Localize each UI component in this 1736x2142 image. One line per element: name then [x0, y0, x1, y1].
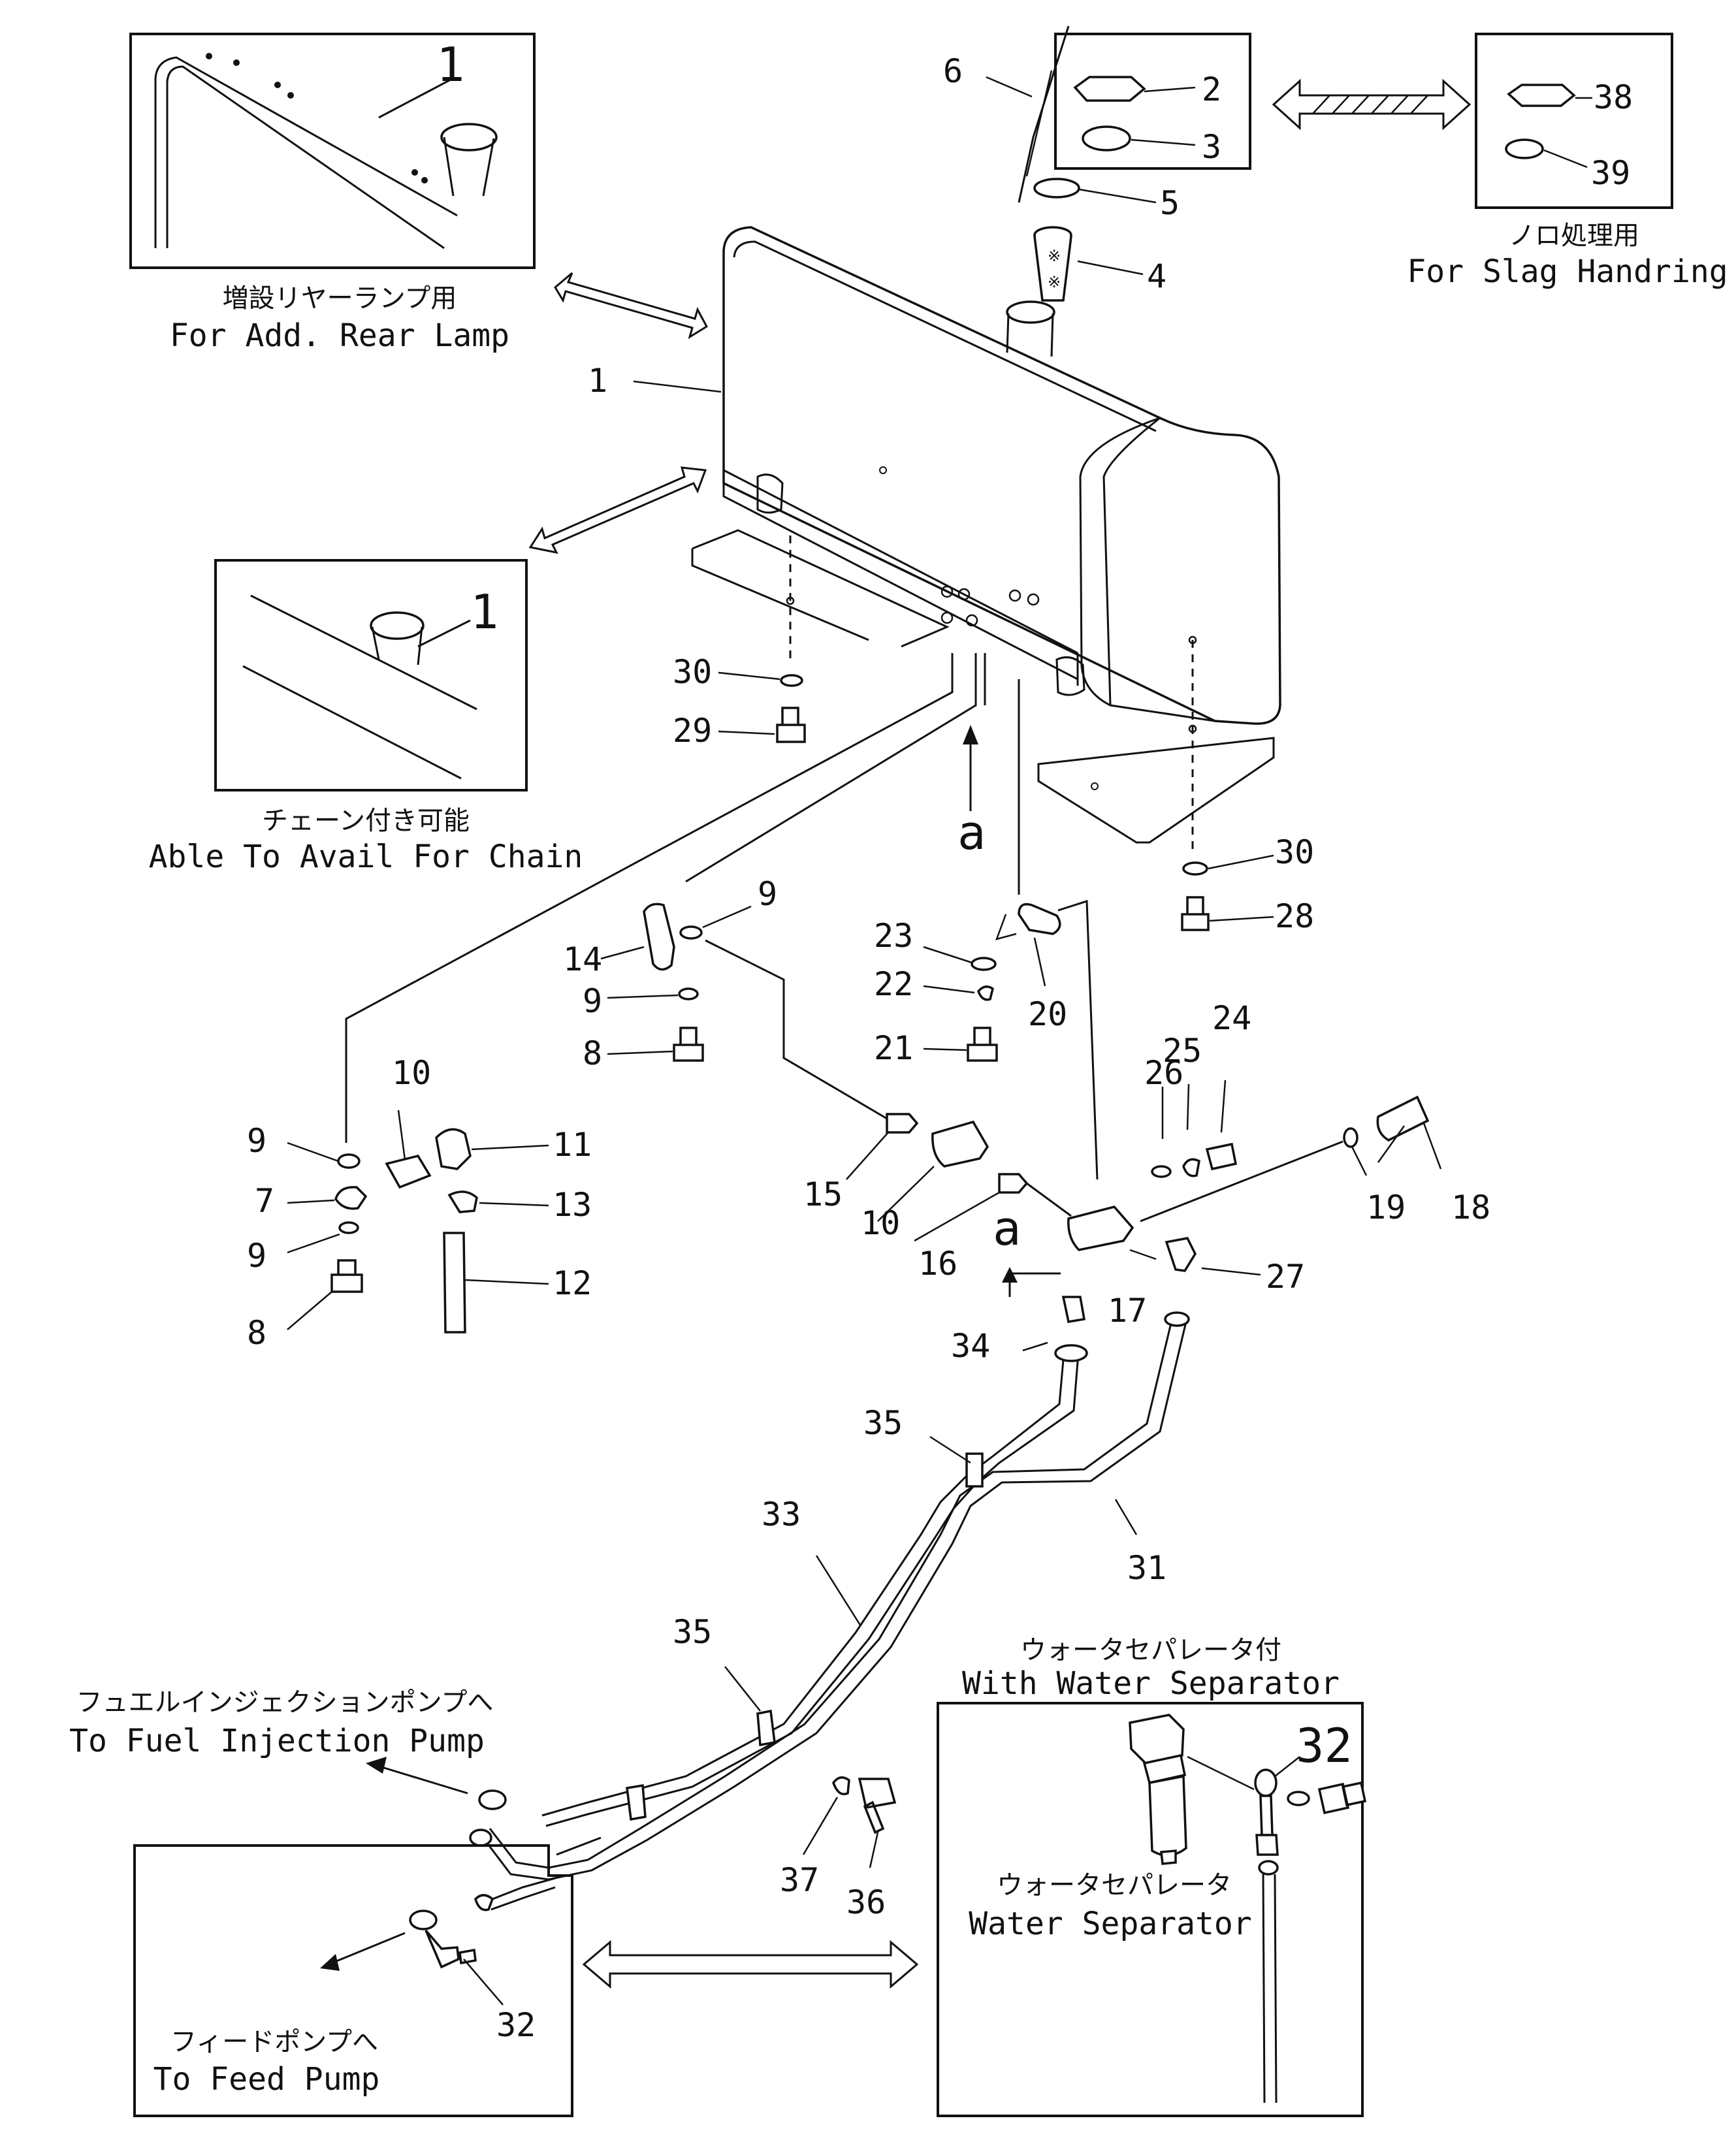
mounting-plate-right: [1037, 737, 1275, 844]
callout-6: 6: [943, 52, 963, 90]
inset-chain-number: 1: [470, 584, 498, 639]
callout-9-d: 9: [583, 982, 602, 1020]
callout-4: 4: [1147, 257, 1166, 295]
caption-rear-lamp-jp: 増設リヤーランプ用: [223, 283, 457, 313]
callout-25: 25: [1163, 1032, 1202, 1070]
double-arrow-water-separator: [582, 1940, 919, 1989]
callout-35-upper: 35: [863, 1404, 903, 1442]
caption-water-sep-with-jp: ウォータセパレータ付: [1020, 1635, 1281, 1665]
mounting-plate-left: [691, 529, 950, 648]
inset-chain: 1: [214, 559, 528, 791]
inset-feed-pump: [133, 1836, 602, 2117]
callout-33: 33: [762, 1495, 801, 1533]
fitting-group-middle: [600, 903, 895, 1125]
callout-32-feed: 32: [496, 2006, 536, 2044]
fitting-group-right: [846, 1079, 1442, 1276]
view-a-label-top: a: [957, 805, 986, 860]
callout-8-left: 8: [247, 1314, 266, 1352]
dipstick: [1018, 25, 1070, 203]
callout-17: 17: [1108, 1292, 1147, 1330]
callout-1: 1: [588, 362, 607, 400]
callout-7: 7: [255, 1182, 274, 1220]
callout-10-right: 10: [861, 1204, 900, 1242]
callout-14: 14: [563, 940, 602, 978]
callout-35-lower: 35: [673, 1613, 712, 1651]
callout-30-right: 30: [1275, 833, 1314, 871]
view-a-label-bottom: a: [993, 1201, 1021, 1256]
fuel-tank: [722, 226, 1281, 725]
callout-9-b: 9: [247, 1237, 266, 1275]
callout-16: 16: [918, 1245, 957, 1283]
callout-31: 31: [1127, 1549, 1166, 1587]
caption-water-sep-en: Water Separator: [969, 1906, 1251, 1942]
double-arrow-rear-lamp: [554, 272, 708, 340]
caption-feed-pump-en: To Feed Pump: [153, 2061, 380, 2098]
inset-water-separator: [937, 1702, 1367, 2117]
callout-19: 19: [1366, 1189, 1406, 1226]
fitting-group-center: [923, 903, 1061, 1062]
callout-20: 20: [1028, 995, 1067, 1033]
callout-10-left: 10: [392, 1054, 431, 1092]
caption-chain-jp: チェーン付き可能: [262, 806, 470, 836]
strainer: ※ ※: [1033, 226, 1144, 302]
callout-5: 5: [1160, 184, 1180, 222]
caption-slag-en: For Slag Handring: [1407, 253, 1728, 290]
callout-38: 38: [1594, 78, 1633, 116]
callout-28: 28: [1275, 897, 1314, 935]
svg-text:※: ※: [1048, 273, 1061, 291]
caption-fuel-inj-jp: フュエルインジェクションポンプへ: [76, 1687, 494, 1718]
callout-22: 22: [874, 965, 913, 1003]
callout-24: 24: [1212, 999, 1251, 1037]
double-arrow-slag: [1272, 78, 1471, 131]
callout-9-a: 9: [247, 1122, 266, 1160]
callout-26: 26: [1144, 1054, 1183, 1092]
caption-chain-en: Able To Avail For Chain: [149, 839, 583, 875]
callout-27: 27: [1266, 1258, 1305, 1296]
caption-rear-lamp-en: For Add. Rear Lamp: [170, 317, 509, 354]
callout-9-c: 9: [758, 875, 777, 913]
callout-13: 13: [553, 1186, 592, 1224]
fitting-group-left: [287, 1110, 549, 1334]
svg-text:※: ※: [1048, 247, 1061, 265]
inset-cap: [1054, 33, 1251, 170]
callout-29: 29: [673, 712, 712, 750]
callout-11: 11: [553, 1126, 592, 1164]
inset-rear-lamp-number: 1: [436, 37, 464, 92]
callout-23: 23: [874, 917, 913, 955]
callout-39: 39: [1591, 154, 1630, 192]
double-arrow-chain: [528, 466, 707, 554]
inset-slag: [1475, 33, 1673, 209]
callout-30-left: 30: [673, 653, 712, 691]
caption-fuel-inj-en: To Fuel Injection Pump: [69, 1723, 485, 1759]
callout-36: 36: [846, 1883, 886, 1921]
inset-rear-lamp: 1: [129, 33, 536, 269]
caption-water-sep-with-en: With Water Separator: [962, 1665, 1340, 1702]
fuel-pipes: [469, 1296, 1190, 1881]
callout-34: 34: [951, 1327, 990, 1365]
callout-32-separator: 32: [1296, 1718, 1353, 1773]
callout-12: 12: [553, 1264, 592, 1302]
callout-8-middle: 8: [583, 1034, 602, 1072]
callout-21: 21: [874, 1029, 913, 1067]
caption-slag-jp: ノロ処理用: [1509, 221, 1639, 251]
callout-15: 15: [803, 1175, 843, 1213]
callout-2: 2: [1202, 71, 1221, 108]
caption-water-sep-jp: ウォータセパレータ: [997, 1870, 1232, 1900]
callout-18: 18: [1451, 1189, 1490, 1226]
callout-3: 3: [1202, 128, 1221, 166]
caption-feed-pump-jp: フィードポンプへ: [170, 2027, 378, 2057]
callout-37: 37: [780, 1861, 819, 1899]
